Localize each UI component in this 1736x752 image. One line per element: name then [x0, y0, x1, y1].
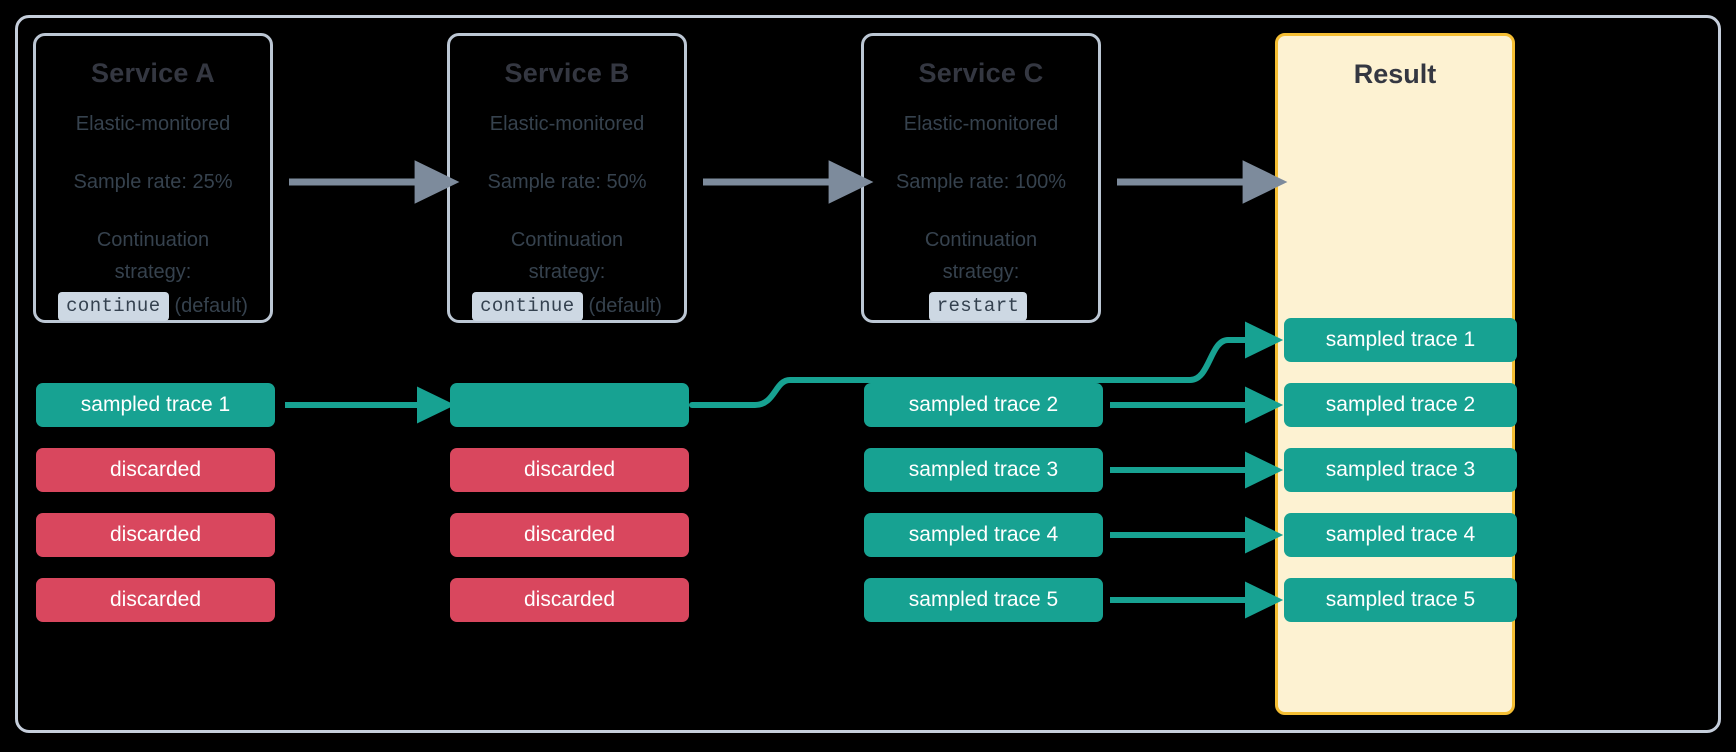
- chip-service-b-row1: [450, 383, 689, 427]
- service-c-strategy-label-line2: strategy:: [942, 261, 1020, 283]
- service-b-strategy-suffix: (default): [588, 295, 662, 317]
- chip-service-c-row1: sampled trace 2: [864, 383, 1103, 427]
- service-a-strategy-label-line2: strategy:: [114, 261, 192, 283]
- service-b-sample-rate: Sample rate: 50%: [487, 171, 647, 193]
- chip-result-row1: sampled trace 1: [1284, 318, 1517, 362]
- chip-service-c-row2: sampled trace 3: [864, 448, 1103, 492]
- outer-frame: [15, 15, 1721, 733]
- service-b-strategy-label: Continuation strategy:: [450, 224, 684, 288]
- service-b-monitored: Elastic-monitored: [489, 113, 645, 135]
- chip-service-b-row2: discarded: [450, 448, 689, 492]
- service-c-title: Service C: [918, 58, 1044, 88]
- service-b-strategy-label-line1: Continuation: [510, 229, 624, 251]
- service-a-strategy-label-line1: Continuation: [96, 229, 210, 251]
- result-title: Result: [1353, 59, 1437, 89]
- service-a-strategy-label: Continuation strategy:: [36, 224, 270, 288]
- service-a-monitored: Elastic-monitored: [75, 113, 231, 135]
- service-card-a: Service A Elastic-monitored Sample rate:…: [33, 33, 273, 323]
- chip-result-row4: sampled trace 4: [1284, 513, 1517, 557]
- service-c-strategy-label-line1: Continuation: [924, 229, 1038, 251]
- chip-service-b-row4: discarded: [450, 578, 689, 622]
- service-b-title: Service B: [504, 58, 630, 88]
- chip-service-a-row2: discarded: [36, 448, 275, 492]
- chip-result-row5: sampled trace 5: [1284, 578, 1517, 622]
- service-c-strategy-value: restart: [928, 292, 1028, 321]
- service-card-b: Service B Elastic-monitored Sample rate:…: [447, 33, 687, 323]
- chip-result-row2: sampled trace 2: [1284, 383, 1517, 427]
- service-a-strategy-row: continue(default): [36, 292, 270, 321]
- chip-service-a-row4: discarded: [36, 578, 275, 622]
- service-c-sample-rate: Sample rate: 100%: [895, 171, 1067, 193]
- service-card-c: Service C Elastic-monitored Sample rate:…: [861, 33, 1101, 323]
- service-a-strategy-suffix: (default): [174, 295, 248, 317]
- service-a-strategy-value: continue: [58, 292, 169, 321]
- chip-service-a-row3: discarded: [36, 513, 275, 557]
- service-b-strategy-label-line2: strategy:: [528, 261, 606, 283]
- chip-result-row3: sampled trace 3: [1284, 448, 1517, 492]
- service-c-monitored: Elastic-monitored: [903, 113, 1059, 135]
- chip-service-c-row3: sampled trace 4: [864, 513, 1103, 557]
- service-b-strategy-value: continue: [472, 292, 583, 321]
- service-a-title: Service A: [91, 58, 215, 88]
- service-a-sample-rate: Sample rate: 25%: [73, 171, 233, 193]
- service-c-strategy-row: restart: [864, 292, 1098, 321]
- service-b-strategy-row: continue(default): [450, 292, 684, 321]
- service-c-strategy-label: Continuation strategy:: [864, 224, 1098, 288]
- chip-service-a-row1: sampled trace 1: [36, 383, 275, 427]
- chip-service-c-row4: sampled trace 5: [864, 578, 1103, 622]
- chip-service-b-row3: discarded: [450, 513, 689, 557]
